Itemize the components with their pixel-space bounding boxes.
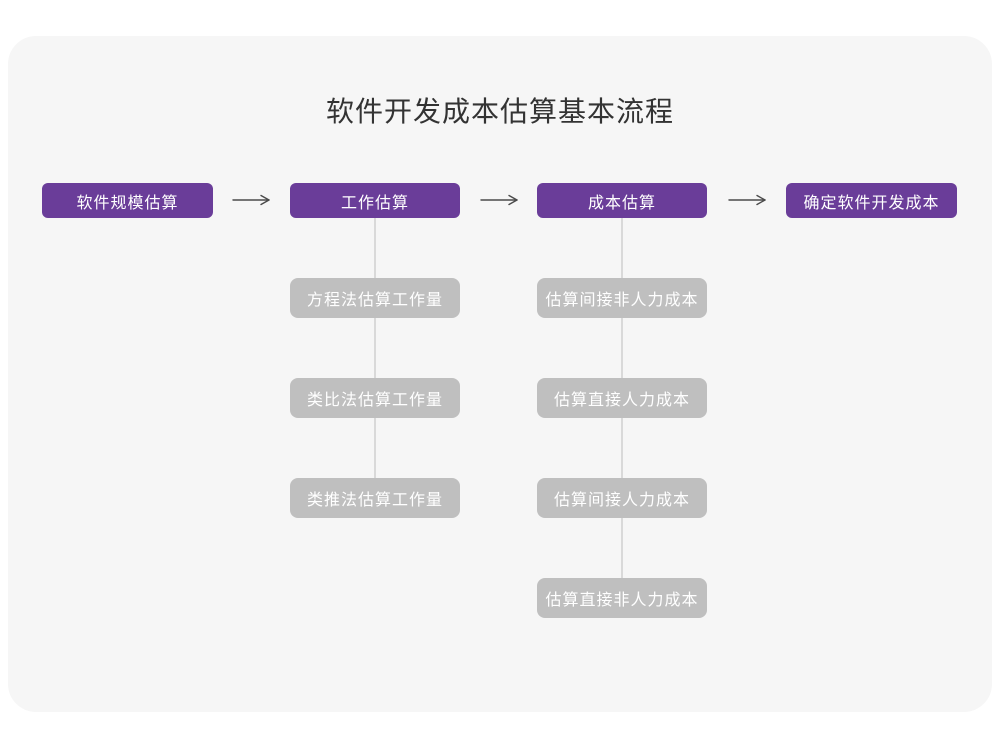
stage-node-cost-estimation: 成本估算 — [537, 183, 707, 218]
stage-node-confirm-development-cost: 确定软件开发成本 — [786, 183, 957, 218]
cost-step-node-indirect-labor: 估算间接人力成本 — [537, 478, 707, 518]
stage-node-software-size-estimation: 软件规模估算 — [42, 183, 213, 218]
cost-step-node-direct-nonlabor: 估算直接非人力成本 — [537, 578, 707, 618]
arrow-right-icon — [480, 194, 518, 206]
stage-node-work-estimation: 工作估算 — [290, 183, 460, 218]
work-method-node-equation: 方程法估算工作量 — [290, 278, 460, 318]
diagram-title: 软件开发成本估算基本流程 — [325, 96, 674, 127]
connector-line-work-estimation — [374, 218, 376, 498]
arrow-right-icon — [728, 194, 766, 206]
cost-step-node-indirect-nonlabor: 估算间接非人力成本 — [537, 278, 707, 318]
work-method-node-extrapolation: 类推法估算工作量 — [290, 478, 460, 518]
work-method-node-analogy: 类比法估算工作量 — [290, 378, 460, 418]
arrow-right-icon — [232, 194, 270, 206]
flowchart-card: 软件开发成本估算基本流程 软件规模估算 工作估算 成本估算 确定软件开发成本 方… — [8, 36, 992, 712]
cost-step-node-direct-labor: 估算直接人力成本 — [537, 378, 707, 418]
